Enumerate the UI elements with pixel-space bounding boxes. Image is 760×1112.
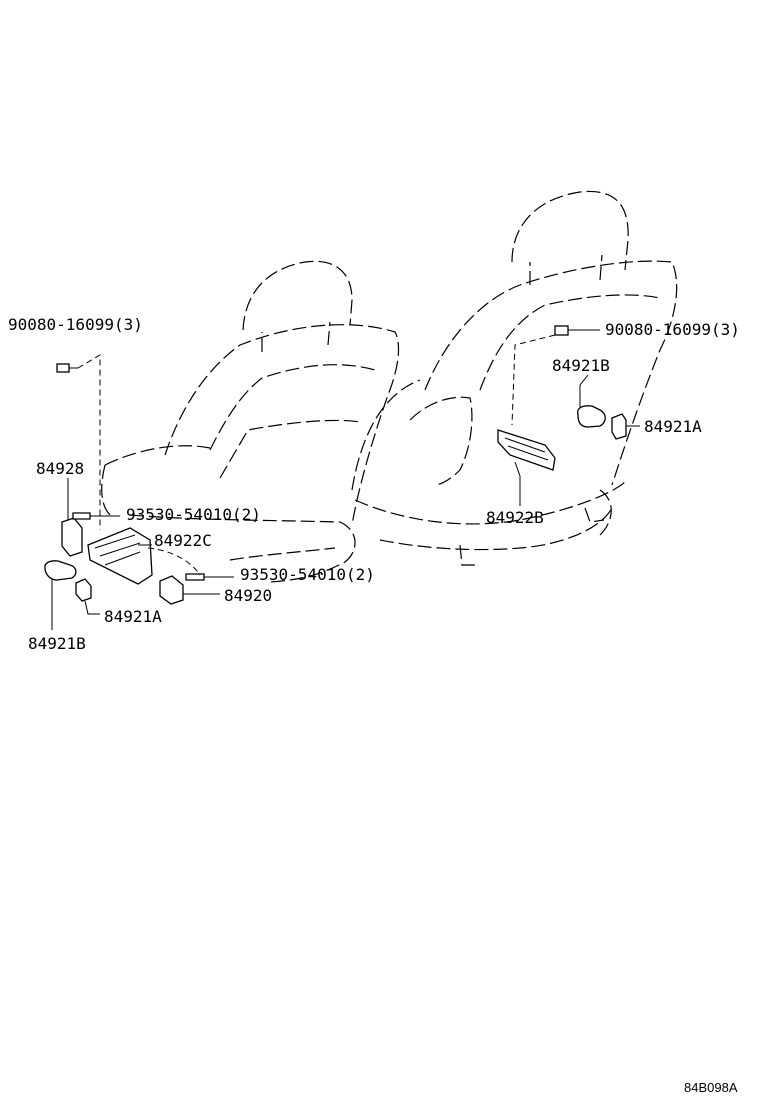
right-switch-parts xyxy=(497,374,640,506)
label-bolt-left: 90080-16099(3) xyxy=(8,315,143,334)
knob-84921a-left xyxy=(75,578,92,602)
label-84922b: 84922B xyxy=(486,508,544,527)
label-84921a-right: 84921A xyxy=(644,417,702,436)
label-84928: 84928 xyxy=(36,459,84,478)
knob-84921b-left xyxy=(44,560,77,581)
screw-lower xyxy=(185,573,205,581)
bracket-84928 xyxy=(61,517,83,557)
left-seat-outline xyxy=(101,260,400,583)
screw-upper xyxy=(72,512,91,520)
bolt-right-assembly xyxy=(511,325,600,426)
label-84921a-left: 84921A xyxy=(104,607,162,626)
label-84920: 84920 xyxy=(224,586,272,605)
figure-code: 84B098A xyxy=(684,1080,738,1095)
knob-84921b-right xyxy=(576,405,606,428)
label-84921b-left: 84921B xyxy=(28,634,86,653)
label-bolt-right: 90080-16099(3) xyxy=(605,320,740,339)
switch-base-84922c xyxy=(87,527,153,585)
bolt-left xyxy=(56,363,70,373)
switch-84920 xyxy=(159,575,184,605)
bolt-right xyxy=(554,325,569,336)
label-84921b-right: 84921B xyxy=(552,356,610,375)
label-screw-lower: 93530-54010(2) xyxy=(240,565,375,584)
bolt-left-assembly xyxy=(56,354,101,530)
left-switch-parts xyxy=(44,478,234,630)
label-84922c: 84922C xyxy=(154,531,212,550)
label-screw-upper: 93530-54010(2) xyxy=(126,505,261,524)
switch-base-84922b xyxy=(497,429,556,471)
right-seat-outline xyxy=(351,190,678,566)
knob-84921a-right xyxy=(611,413,627,440)
